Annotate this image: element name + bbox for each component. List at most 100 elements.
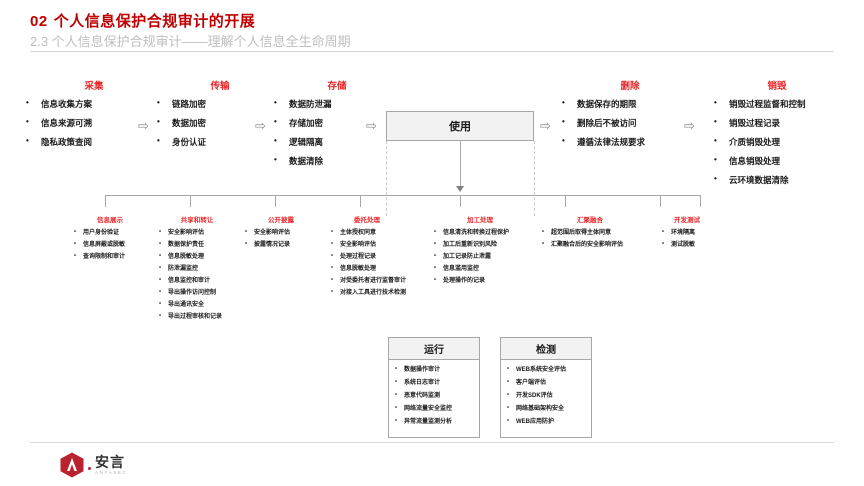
stage-item: 数据防泄漏 (272, 98, 402, 109)
stage-item: 信息销毁处理 (712, 155, 862, 166)
stage-item-list: 链路加密 数据加密 身份认证 (155, 98, 285, 147)
subcategory-item: 处理操作的记录 (432, 276, 532, 285)
subcategory-aggregation-fusion: 汇聚融合 超范围后取得主体同意 汇聚融合后的安全影响评估 (540, 214, 646, 253)
subcategory-item: 信息清洗和转换过程保护 (432, 228, 532, 237)
subcategory-title: 开发测试 (674, 217, 700, 224)
stage-title: 采集 (84, 81, 104, 92)
subcategory-item: 加工后重新识别风险 (432, 240, 532, 249)
subcategory-item: 用户身份验证 (72, 228, 148, 237)
subcategory-item-list: 安全影响评估 数据保护责任 信息脱敏处理 防泄漏监控 信息监控和审计 导出操作访… (157, 228, 237, 321)
subcategory-item: 数据保护责任 (157, 240, 237, 249)
subcategory-share-transfer: 共享和转让 安全影响评估 数据保护责任 信息脱敏处理 防泄漏监控 信息监控和审计… (157, 214, 237, 325)
stage-item: 链路加密 (155, 98, 285, 109)
tick-1 (105, 195, 106, 207)
subcategory-item: 安全影响评估 (243, 228, 319, 237)
logo-name-cn: 安言 (95, 453, 125, 470)
subcategory-item: 导出通讯安全 (157, 300, 237, 309)
subcategory-title: 汇聚融合 (577, 217, 603, 224)
subcategory-item: 信息脱敏处理 (157, 252, 237, 261)
subcategory-item: 信息监控和审计 (157, 276, 237, 285)
subcategory-item: 对受委托者进行监督审计 (329, 276, 421, 285)
stage-item: 存储加密 (272, 117, 402, 128)
stage-item: 数据保存的期限 (560, 98, 710, 109)
stage-item: 数据加密 (155, 117, 285, 128)
bottom-box-item: 客户端评估 (505, 378, 587, 387)
brand-logo: 安言 ANYASEC (60, 452, 127, 478)
stage-title: 删除 (620, 81, 640, 92)
stage-item: 销毁过程记录 (712, 117, 862, 128)
bottom-box-item-list: WEB系统安全评估 客户端评估 开发SDK评估 网络基础架构安全 WEB应用防护 (501, 360, 591, 437)
subcategory-title: 公开披露 (268, 217, 294, 224)
subcategory-public-disclosure: 公开披露 安全影响评估 披露情况记录 (243, 214, 319, 253)
distribution-bar (105, 195, 700, 196)
subcategory-item: 信息屏蔽或脱敏 (72, 240, 148, 249)
guide-right-dotted (534, 141, 535, 216)
stage-item-list: 销毁过程监督和控制 销毁过程记录 介质销毁处理 信息销毁处理 云环境数据清除 (712, 98, 862, 185)
subcategory-item-list: 安全影响评估 披露情况记录 (243, 228, 319, 249)
use-stage-box: 使用 (386, 111, 534, 141)
bottom-box-detection: 检测 WEB系统安全评估 客户端评估 开发SDK评估 网络基础架构安全 WEB应… (500, 337, 592, 438)
stage-item: 身份认证 (155, 136, 285, 147)
subcategory-item: 汇聚融合后的安全影响评估 (540, 240, 646, 249)
page-subtitle: 2.3 个人信息保护合规审计——理解个人信息全生命周期 (30, 34, 351, 49)
bottom-box-header: 运行 (389, 338, 479, 360)
use-stage-label: 使用 (449, 121, 471, 133)
subcategory-item: 信息滥用监控 (432, 264, 532, 273)
subcategory-dev-test: 开发测试 环境隔离 测试脱敏 (660, 214, 720, 253)
subcategory-item: 导出操作访问控制 (157, 288, 237, 297)
connector-use-down (460, 141, 461, 187)
tick-3 (275, 195, 276, 207)
stage-column-destroy: 销毁 销毁过程监督和控制 销毁过程记录 介质销毁处理 信息销毁处理 云环境数据清… (712, 78, 862, 194)
subcategory-item: 环境隔离 (660, 228, 720, 237)
stage-column-transfer: 传输 链路加密 数据加密 身份认证 (155, 78, 285, 156)
subcategory-item: 安全影响评估 (157, 228, 237, 237)
logo-name-en: ANYASEC (95, 469, 128, 475)
bottom-box-item: 系统日志审计 (393, 378, 475, 387)
stage-column-storage: 存储 数据防泄漏 存储加密 逻辑隔离 数据清除 (272, 78, 402, 175)
subcategory-entrusted-processing: 委托处理 主体授权同意 安全影响评估 处理过程记录 信息脱敏处理 对受委托者进行… (329, 214, 421, 301)
subcategory-title: 共享和转让 (180, 217, 214, 224)
arrow-transfer-to-storage: ⇨ (255, 118, 266, 133)
bottom-box-title: 检测 (536, 345, 556, 356)
stage-item: 遵循法律法规要求 (560, 136, 710, 147)
stage-item: 隐私政策查阅 (24, 136, 164, 147)
stage-column-delete: 删除 数据保存的期限 删除后不被访问 遵循法律法规要求 (560, 78, 710, 156)
stage-item: 介质销毁处理 (712, 136, 862, 147)
subcategory-data-processing: 加工处理 信息清洗和转换过程保护 加工后重新识别风险 加工记录防止泄露 信息滥用… (432, 214, 532, 289)
stage-item: 删除后不被访问 (560, 117, 710, 128)
subcategory-item: 主体授权同意 (329, 228, 421, 237)
stage-item: 销毁过程监督和控制 (712, 98, 862, 109)
subcategory-item: 超范围后取得主体同意 (540, 228, 646, 237)
stage-column-collect: 采集 信息收集方案 信息来源可溯 隐私政策查阅 (24, 78, 164, 156)
bottom-box-item: 开发SDK评估 (505, 391, 587, 400)
subcategory-item: 防泄漏监控 (157, 264, 237, 273)
bottom-box-header: 检测 (501, 338, 591, 360)
subcategory-item-list: 环境隔离 测试脱敏 (660, 228, 720, 249)
bottom-box-operation: 运行 数据操作审计 系统日志审计 恶意代码监测 网络流量安全监控 异常流量监测分… (388, 337, 480, 438)
bottom-box-item: 异常流量监测分析 (393, 417, 475, 426)
page-title-number: 02 (30, 13, 48, 30)
stage-item-list: 数据防泄漏 存储加密 逻辑隔离 数据清除 (272, 98, 402, 166)
subcategory-title: 加工处理 (467, 217, 493, 224)
hexagon-a-icon (60, 452, 84, 478)
subcategory-info-display: 信息展示 用户身份验证 信息屏蔽或脱敏 查询限制和审计 (72, 214, 148, 265)
subcategory-item-list: 信息清洗和转换过程保护 加工后重新识别风险 加工记录防止泄露 信息滥用监控 处理… (432, 228, 532, 285)
subcategory-item: 处理过程记录 (329, 252, 421, 261)
stage-item-list: 信息收集方案 信息来源可溯 隐私政策查阅 (24, 98, 164, 147)
subcategory-item-list: 主体授权同意 安全影响评估 处理过程记录 信息脱敏处理 对受委托者进行监督审计 … (329, 228, 421, 297)
tick-5 (460, 195, 461, 207)
footer-divider (30, 442, 834, 443)
subcategory-title: 信息展示 (97, 217, 123, 224)
bottom-box-item: WEB系统安全评估 (505, 365, 587, 374)
stage-item: 数据清除 (272, 155, 402, 166)
arrow-storage-to-use: ⇨ (366, 118, 377, 133)
tick-8 (700, 195, 701, 207)
bottom-box-item: 数据操作审计 (393, 365, 475, 374)
subcategory-item: 披露情况记录 (243, 240, 319, 249)
bottom-box-item: 恶意代码监测 (393, 391, 475, 400)
logo-dot (88, 467, 91, 470)
subcategory-item: 加工记录防止泄露 (432, 252, 532, 261)
subcategory-item: 导出过程审核和记录 (157, 312, 237, 321)
